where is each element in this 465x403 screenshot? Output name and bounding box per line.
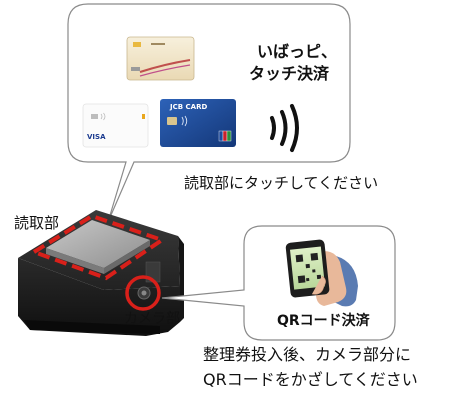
ic-card-icon	[126, 36, 195, 81]
smartphone-qr-icon	[285, 239, 358, 307]
qr-instruction-line2: QRコードをかざしてください	[203, 370, 418, 389]
headline-line1: いばっピ、	[257, 42, 338, 61]
reader-label: 読取部	[14, 214, 60, 232]
reader-highlight-frame	[29, 213, 167, 281]
jcb-card-icon	[160, 99, 236, 147]
camera-highlight-circle	[125, 275, 161, 311]
contactless-icon	[270, 104, 299, 152]
qr-instruction-line1: 整理券投入後、カメラ部分に	[203, 345, 412, 364]
headline-line2: タッチ決済	[249, 64, 330, 83]
visa-network-label: VISA	[87, 133, 106, 141]
qr-callout-bubble	[161, 225, 396, 341]
touch-instruction: 読取部にタッチしてください	[184, 174, 379, 192]
jcb-card-label: JCB CARD	[170, 103, 208, 111]
card-reader-device	[18, 210, 184, 336]
camera-label: カメラ部	[124, 311, 180, 327]
visa-card-icon	[82, 103, 149, 148]
qr-callout-title: QRコード決済	[277, 313, 370, 329]
reader-sensor-plate	[46, 220, 150, 268]
